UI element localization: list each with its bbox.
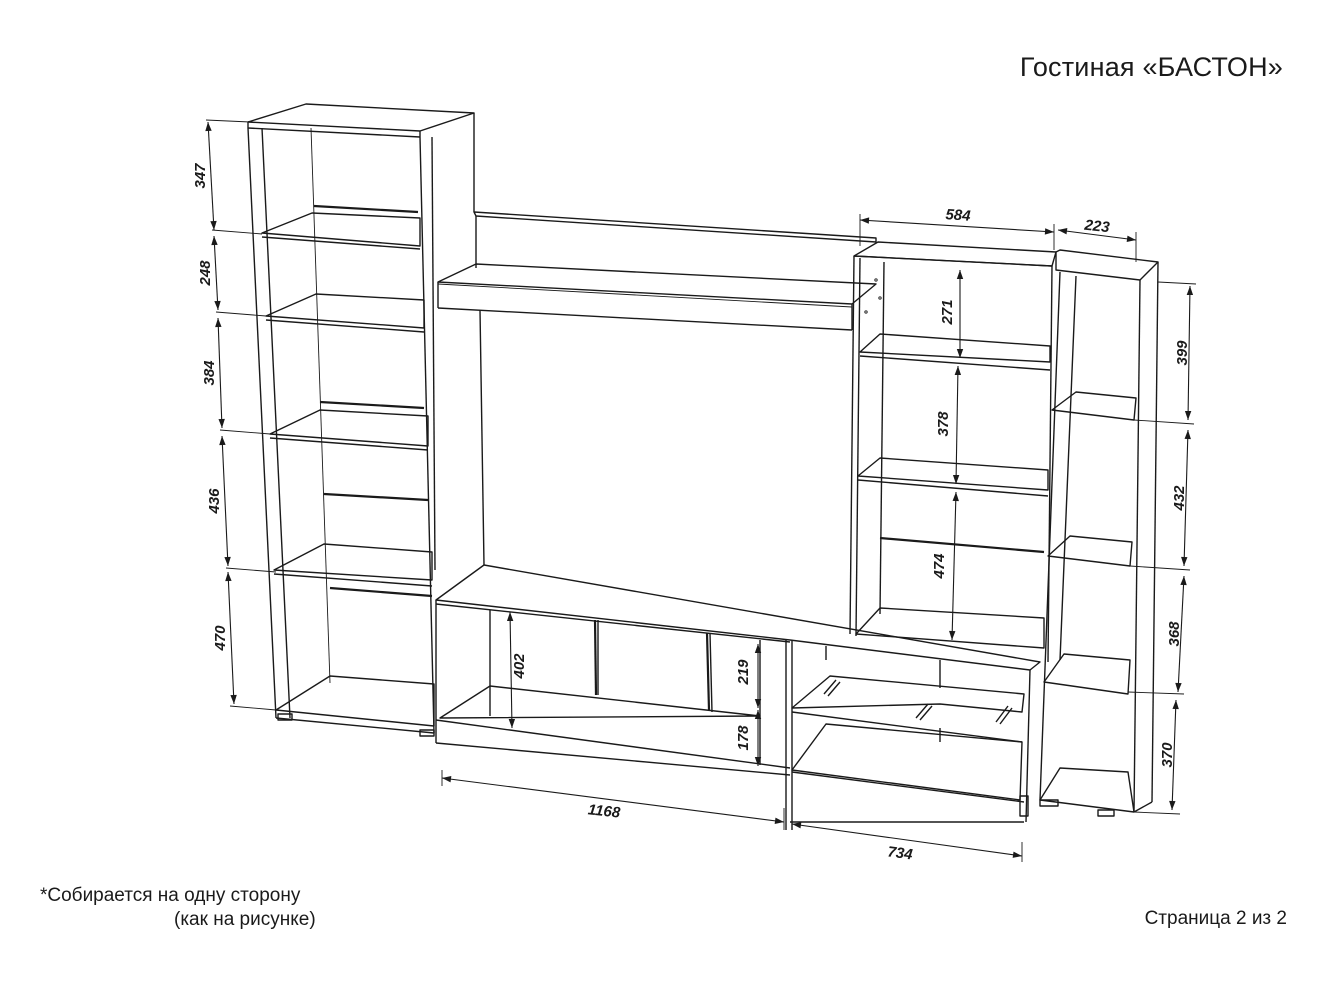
page-title: Гостиная «БАСТОН» <box>1019 52 1283 82</box>
dim-rightcol-432: 432 <box>1171 485 1188 512</box>
dim-rightcol-370: 370 <box>1159 742 1176 768</box>
assembly-note-sub: (как на рисунке) <box>174 909 316 930</box>
dim-rightcol-368: 368 <box>1166 621 1183 647</box>
dim-bottom-734: 734 <box>887 844 915 864</box>
dim-left-436: 436 <box>206 488 223 515</box>
dim-middle-178: 178 <box>735 725 752 751</box>
dimension-lines: 347 248 384 436 470 402 219 178 1168 734 584 271 378… <box>192 119 1197 864</box>
dim-middle-219: 219 <box>735 659 752 686</box>
dim-middle-402: 402 <box>511 653 528 680</box>
dim-rightcol-223: 223 <box>1083 217 1111 237</box>
right-bookcase <box>1039 249 1159 817</box>
assembly-note: *Собирается на одну сторону <box>40 885 301 906</box>
dim-rightcol-399: 399 <box>1174 340 1191 366</box>
left-bookcase <box>247 103 475 737</box>
dim-left-470: 470 <box>212 625 229 652</box>
dim-cabinet-378: 378 <box>935 411 952 437</box>
tv-unit <box>435 211 1041 830</box>
dim-cabinet-584: 584 <box>945 206 972 225</box>
dim-left-384: 384 <box>201 360 218 386</box>
dim-bottom-1168: 1168 <box>587 801 622 821</box>
dim-left-347: 347 <box>192 163 209 189</box>
dim-left-248: 248 <box>197 260 214 287</box>
dim-cabinet-271: 271 <box>939 299 956 325</box>
dim-cabinet-474: 474 <box>931 553 948 580</box>
page-number: Страница 2 из 2 <box>1144 908 1287 929</box>
